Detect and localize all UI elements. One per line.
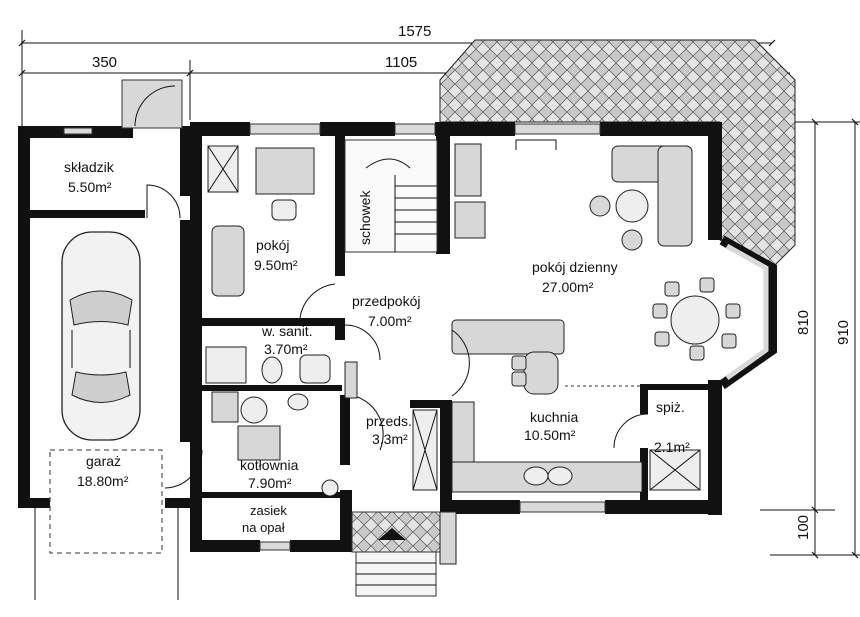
dim-depth-total: 910	[835, 320, 852, 345]
room-pokoj-name: pokój	[256, 237, 289, 253]
room-kotlownia-name: kotłownia	[240, 457, 299, 473]
car-icon	[61, 231, 141, 441]
dim-main-width: 1105	[385, 54, 417, 71]
room-kuchnia-area: 10.50m²	[524, 427, 576, 443]
kitchen-island-icon	[451, 319, 565, 355]
dim-front-offset: 100	[795, 515, 812, 540]
fireplace-icon	[454, 143, 482, 197]
room-pokoj-dzienny-area: 27.00m²	[542, 279, 594, 295]
room-kotlownia-area: 7.90m²	[248, 475, 292, 491]
room-przeds-area: 3.3m²	[372, 431, 408, 447]
room-skladzik-name: składzik	[64, 159, 115, 175]
furniture	[164, 139, 741, 597]
dim-depth-main: 810	[795, 310, 812, 335]
garage-block	[18, 79, 192, 600]
dining-table-icon	[670, 295, 720, 345]
dim-left-width: 350	[92, 54, 117, 71]
toilet-icon	[261, 356, 283, 384]
room-zasiek-name: zasiek	[250, 503, 287, 518]
room-garaz-area: 18.80m²	[77, 473, 129, 489]
room-spiz-area: 2.1m²	[654, 439, 690, 455]
room-kuchnia-name: kuchnia	[530, 409, 578, 425]
room-zasiek-name2: na opał	[242, 520, 285, 535]
staircase	[344, 139, 438, 253]
room-wsanit-name: w. sanit.	[261, 323, 313, 339]
boiler-icon	[237, 425, 281, 461]
room-spiz-name: spiż.	[656, 399, 685, 415]
dim-total-width: 1575	[398, 23, 431, 40]
main-walls	[190, 122, 777, 552]
room-garaz-name: garaż	[86, 453, 121, 469]
room-przeds-name: przeds.	[366, 413, 412, 429]
room-wsanit-area: 3.70m²	[264, 341, 308, 357]
room-pokoj-area: 9.50m²	[254, 257, 298, 273]
room-skladzik-area: 5.50m²	[68, 179, 112, 195]
room-pokoj-dzienny-name: pokój dzienny	[532, 259, 618, 275]
room-schowek-name: schowek	[357, 190, 373, 245]
sofa-icon	[211, 225, 245, 297]
room-przedpokoj-area: 7.00m²	[368, 313, 412, 329]
desk-icon	[255, 147, 315, 195]
sink-icon	[299, 354, 331, 384]
room-labels: składzik 5.50m² garaż 18.80m² pokój 9.50…	[64, 159, 690, 535]
room-przedpokoj-name: przedpokój	[352, 293, 421, 309]
terrace	[439, 39, 796, 269]
